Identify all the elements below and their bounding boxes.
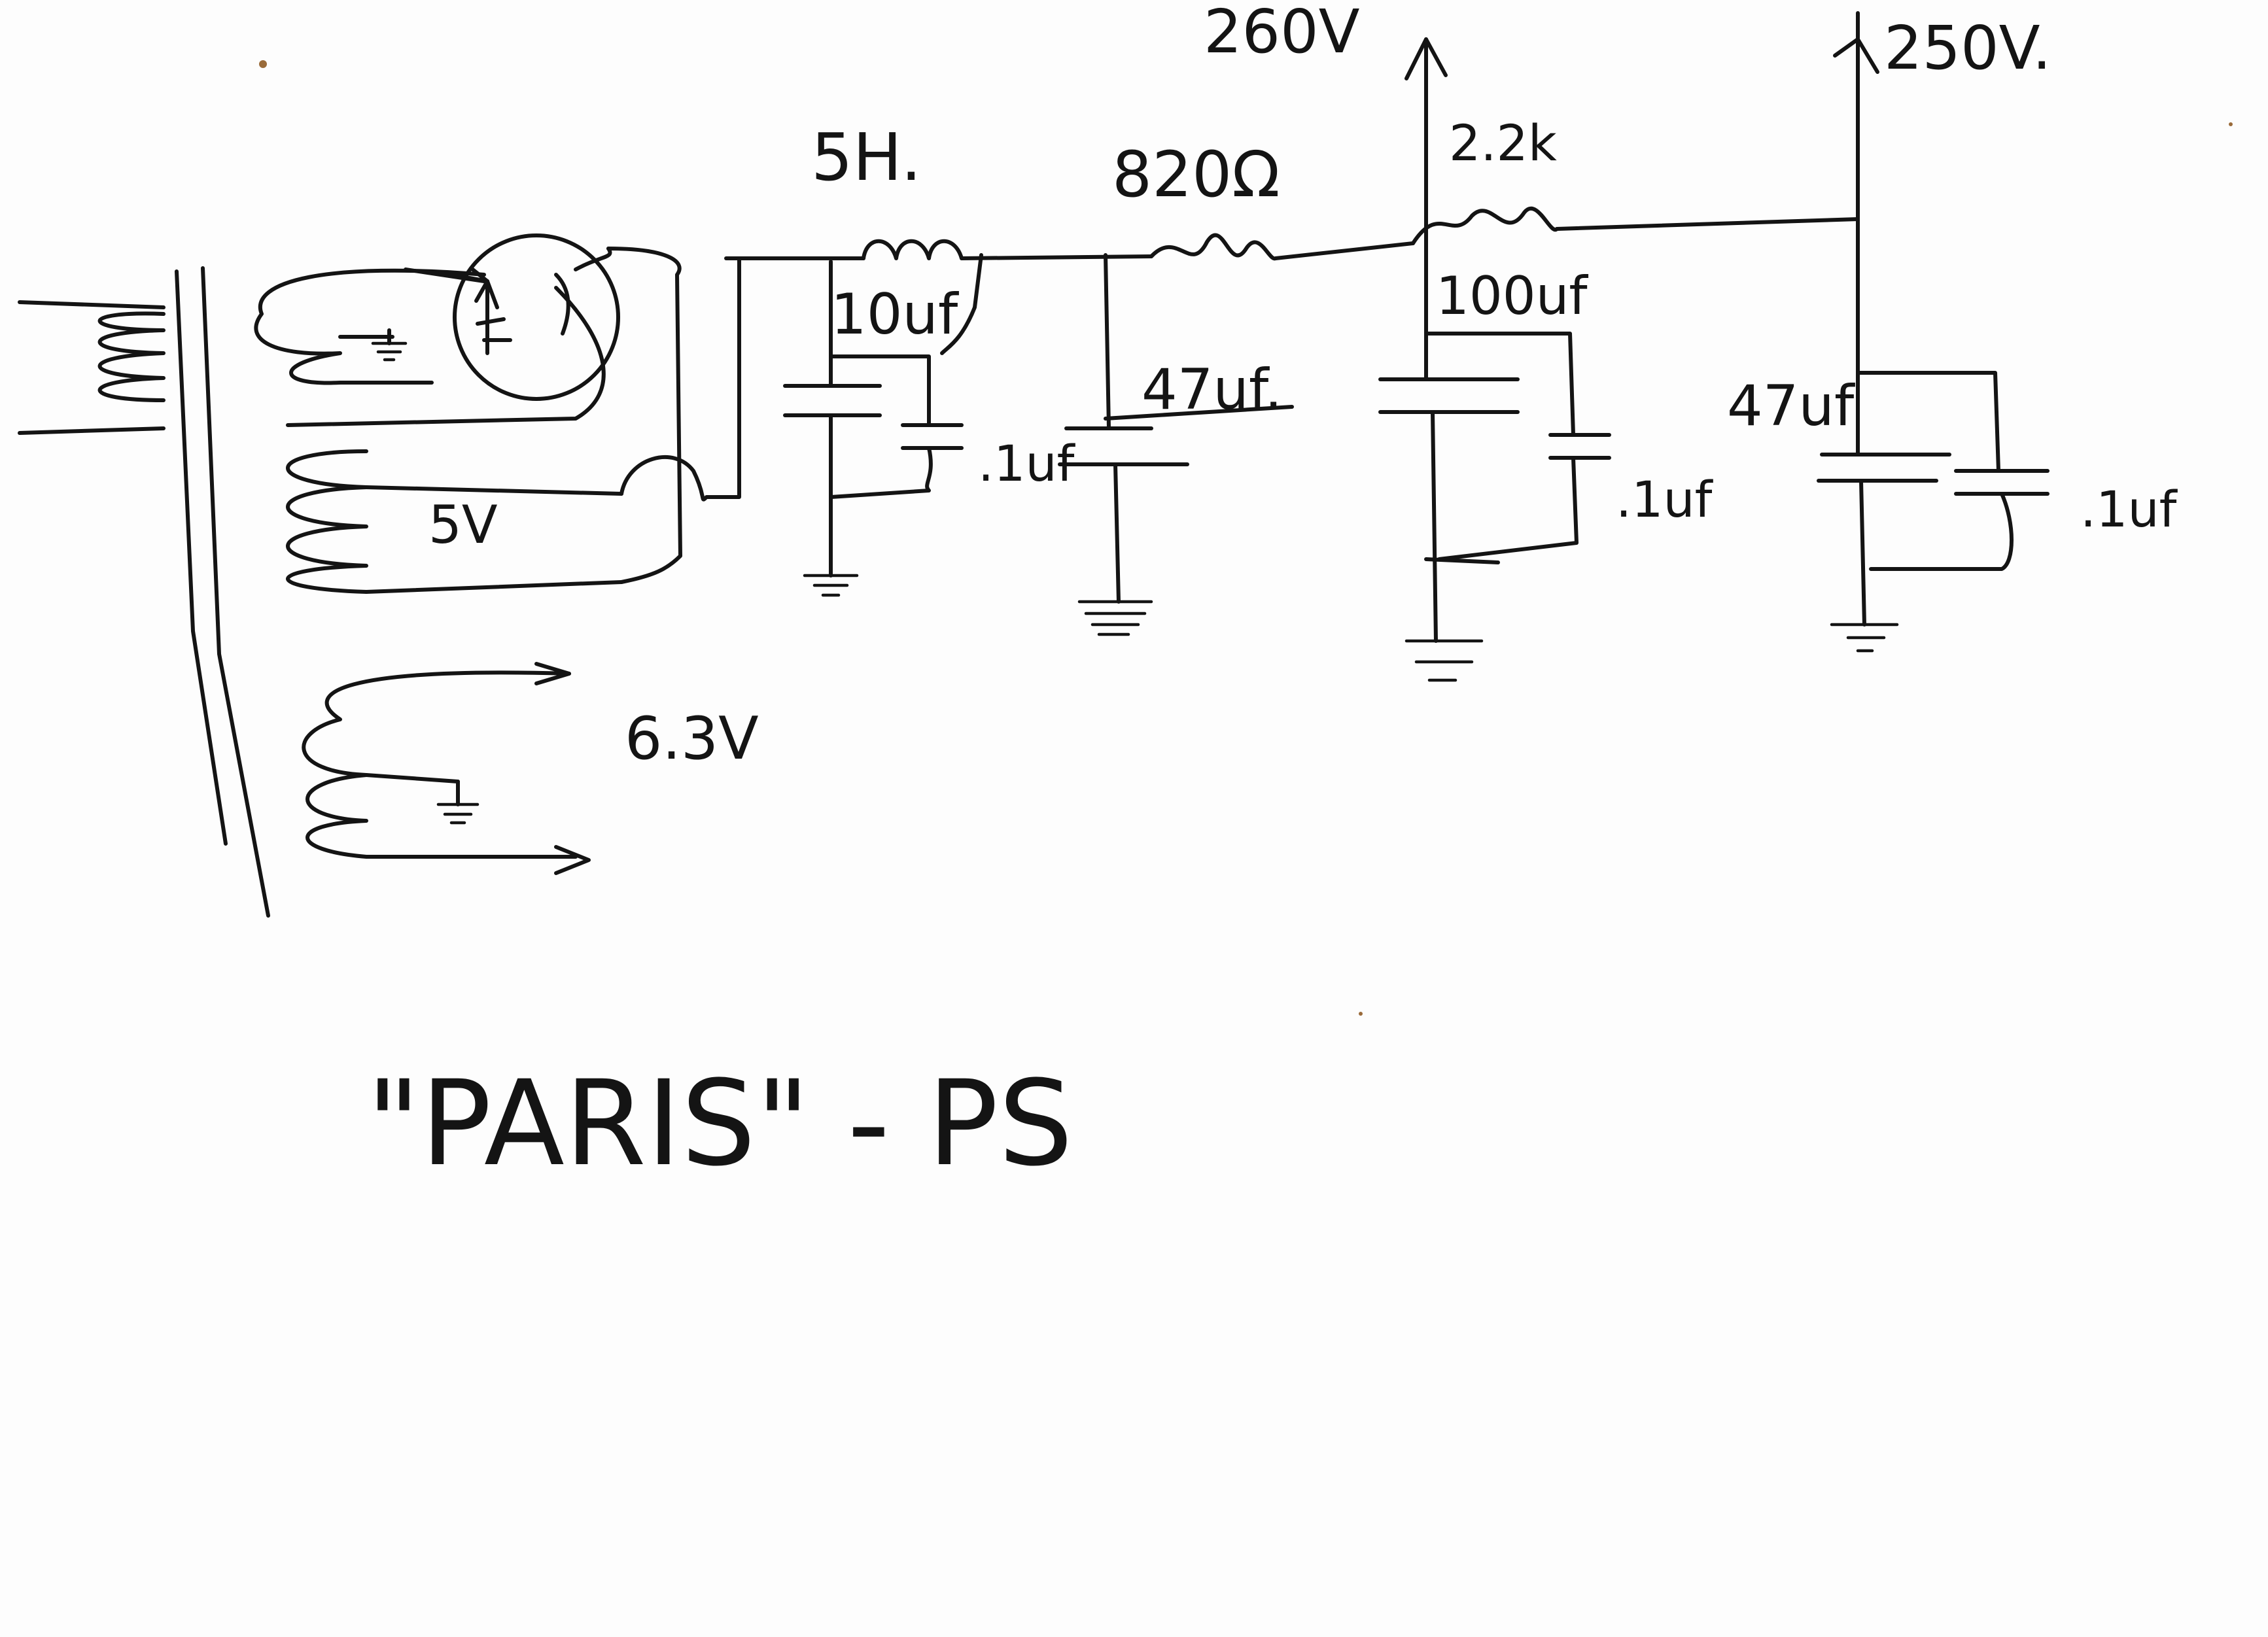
cap-47uf-section-a: [1058, 253, 1294, 636]
label-cap-47uf-b: 47uf: [1727, 373, 1855, 439]
label-cap-10uf: 10uf: [831, 282, 959, 347]
label-resistor-820: 820Ω: [1112, 138, 1280, 211]
node-250v-line: [1833, 11, 1879, 316]
transformer-core: [175, 266, 270, 918]
label-winding-6v3: 6.3V: [625, 704, 759, 773]
b-plus-rail: [724, 206, 1860, 261]
rectifier-winding: [254, 267, 486, 385]
ground-symbol-rect: [371, 328, 408, 362]
label-260v: 260V: [1204, 0, 1360, 67]
paper-speck: [259, 60, 267, 68]
cap-100uf-section: [1378, 243, 1611, 682]
hv-winding: [286, 256, 794, 594]
heater-winding: [302, 662, 591, 875]
schematic-title: "PARIS" - PS: [366, 1056, 1073, 1192]
label-winding-5v: 5V: [428, 494, 498, 555]
rectifier-tube: [449, 233, 620, 401]
label-cap-47uf-a: 47uf.: [1142, 357, 1282, 422]
label-bypass-3: .1uf: [2080, 480, 2178, 538]
transformer-primary: [18, 300, 166, 435]
cap-47uf-section-b: [1817, 312, 2050, 653]
node-260v-arrow: [1404, 37, 1448, 247]
rectifier-wiring: [286, 247, 682, 584]
paper-speck: [1359, 1012, 1363, 1016]
label-bypass-2: .1uf: [1616, 470, 1714, 528]
paper-speck: [2229, 122, 2233, 126]
label-resistor-2k2: 2.2k: [1449, 114, 1557, 172]
label-cap-100uf: 100uf: [1436, 266, 1588, 326]
label-choke-5h: 5H.: [811, 119, 922, 196]
label-bypass-1: .1uf: [978, 434, 1076, 492]
cap-10uf-section: [783, 253, 983, 597]
label-250v: 250V.: [1884, 13, 2051, 83]
